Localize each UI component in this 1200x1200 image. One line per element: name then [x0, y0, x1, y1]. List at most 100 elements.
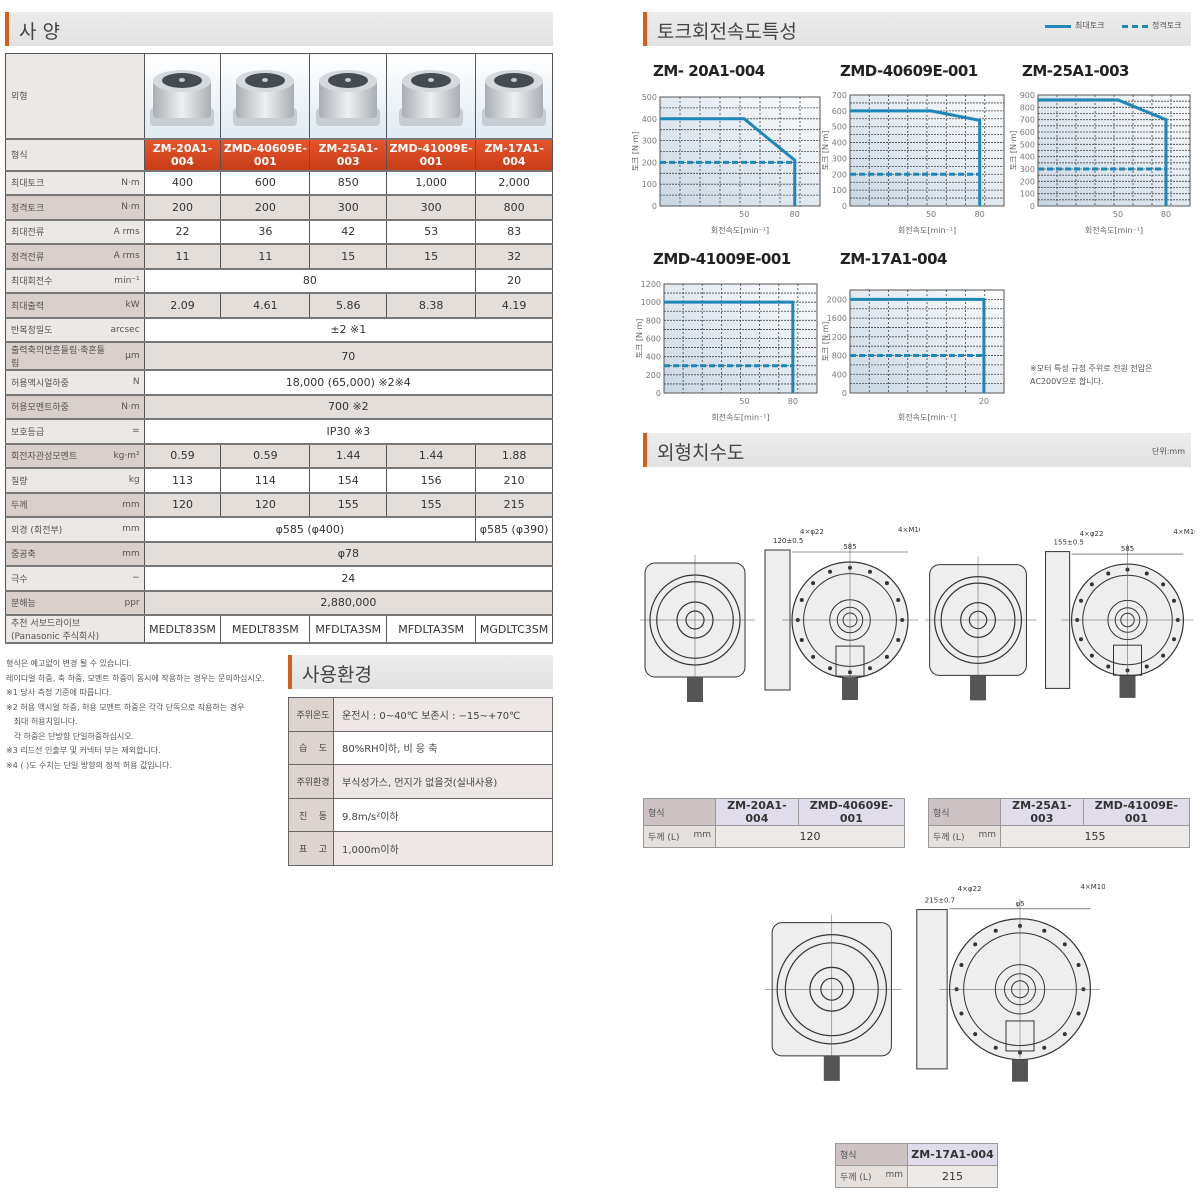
diameter-dimension: φ5: [1015, 900, 1024, 908]
spec-title: 사 양: [19, 21, 60, 43]
row-label: 추천 서보드라이브 (Panasonic 주식회사): [5, 614, 111, 644]
y-tick-label: 400: [646, 353, 661, 362]
spec-value: 83: [475, 219, 553, 245]
thickness-label-text: 두께 (L): [933, 833, 965, 843]
row-unit: mm: [110, 516, 145, 542]
spec-value: 1,000: [386, 170, 477, 196]
y-tick-label: 400: [1020, 153, 1035, 162]
max-torque-line: [660, 117, 797, 206]
spec-value: 8.38: [386, 292, 477, 318]
spec-value: 70: [143, 341, 554, 371]
spec-value: 113: [143, 467, 222, 493]
torque-note-line: AC200V으로 합니다.: [1030, 377, 1104, 386]
y-tick-label: 600: [646, 335, 661, 344]
spec-value: 300: [386, 194, 477, 220]
x-tick-label: 80: [975, 210, 985, 219]
row-label: 분해능: [5, 590, 111, 616]
y-axis-label: 토크 [N·m]: [635, 319, 644, 359]
row-label: 외형: [5, 53, 111, 139]
motor-image: [386, 53, 477, 139]
y-tick-label: 500: [1020, 140, 1035, 149]
thickness-unit: mm: [693, 830, 711, 840]
taps-label: 4×M10: [898, 526, 920, 534]
spec-value: 18,000 (65,000) ※2※4: [143, 369, 554, 395]
environment-label: 표 고: [288, 831, 334, 866]
spec-value: 2,000: [475, 170, 553, 196]
row-unit: A rms: [110, 243, 145, 269]
y-tick-label: 600: [1020, 128, 1035, 137]
spec-value: 5.86: [309, 292, 388, 318]
y-tick-label: 1200: [641, 280, 661, 289]
model-name: ZMD-41009E-001: [386, 138, 477, 171]
row-label: 외경 (회전부): [5, 516, 111, 542]
environment-value: 80%RH이하, 비 응 축: [333, 730, 553, 766]
row-label: 최대토크: [5, 170, 111, 196]
y-tick-label: 200: [832, 170, 847, 179]
spec-value: 300: [309, 194, 388, 220]
max-torque-line: [850, 109, 982, 206]
row-unit: ppr: [110, 590, 145, 616]
environment-value: 9.8m/s²이하: [333, 797, 553, 833]
dimension-section-header: 외형치수도 단위:mm: [643, 433, 1191, 467]
motor-image: [475, 53, 553, 139]
spec-row: 극수−24: [5, 565, 554, 591]
dimension-title: 외형치수도: [657, 442, 745, 464]
torque-title: 토크회전속도특성: [657, 21, 797, 43]
spec-value: 0.59: [220, 443, 311, 469]
y-tick-label: 800: [646, 316, 661, 325]
model-label: 형식: [643, 798, 716, 826]
environment-value: 1,000m이하: [333, 831, 553, 866]
row-unit: kg·m²: [110, 443, 145, 469]
thickness-unit: mm: [885, 1170, 903, 1180]
spec-value: 11: [220, 243, 311, 269]
environment-label: 진 동: [288, 797, 334, 833]
environment-title: 사용환경: [302, 664, 372, 686]
y-axis-label: 토크 [N·m]: [821, 131, 830, 171]
spec-value: 200: [220, 194, 311, 220]
holes-label: 4×φ22: [800, 528, 824, 536]
y-tick-label: 400: [642, 115, 657, 124]
spec-value: 120: [220, 492, 311, 518]
environment-value: 부식성가스, 먼지가 없을것(실내사용): [333, 764, 553, 799]
thickness-unit: mm: [978, 830, 996, 840]
environment-label: 습 도: [288, 730, 334, 766]
spec-value: 32: [475, 243, 553, 269]
y-tick-label: 1000: [641, 298, 661, 307]
model-name: ZM-25A1-003: [1000, 798, 1084, 826]
spec-value: φ585 (φ390): [475, 516, 553, 542]
appearance-row: 외형: [5, 53, 553, 139]
thickness-dimension: 155±0.5: [1054, 539, 1084, 547]
torque-note-line: ※모터 특성 규정 주위로 전원 전압은: [1030, 364, 1153, 373]
cable-connector: [687, 677, 703, 702]
spec-value: 120: [143, 492, 222, 518]
model-name: ZM-17A1-004: [907, 1143, 998, 1166]
y-tick-label: 100: [642, 180, 657, 189]
row-unit: arcsec: [110, 317, 145, 343]
spec-row: 보호등급=IP30 ※3: [5, 418, 554, 444]
spec-value: 2.09: [143, 292, 222, 318]
row-label: 질량: [5, 467, 111, 493]
legend-max-torque: 최대토크: [1075, 21, 1105, 30]
row-label: 극수: [5, 565, 111, 591]
x-axis-label: 회전속도[min⁻¹]: [711, 412, 769, 422]
spec-value: MEDLT83SM: [143, 614, 222, 644]
x-axis-label: 회전속도[min⁻¹]: [1085, 225, 1143, 235]
spec-value: 36: [220, 219, 311, 245]
diameter-dimension: 585: [843, 543, 856, 551]
row-unit: kg: [110, 467, 145, 493]
thickness-label-text: 두께 (L): [840, 1173, 872, 1183]
chart-title: ZMD-41009E-001: [653, 250, 791, 268]
